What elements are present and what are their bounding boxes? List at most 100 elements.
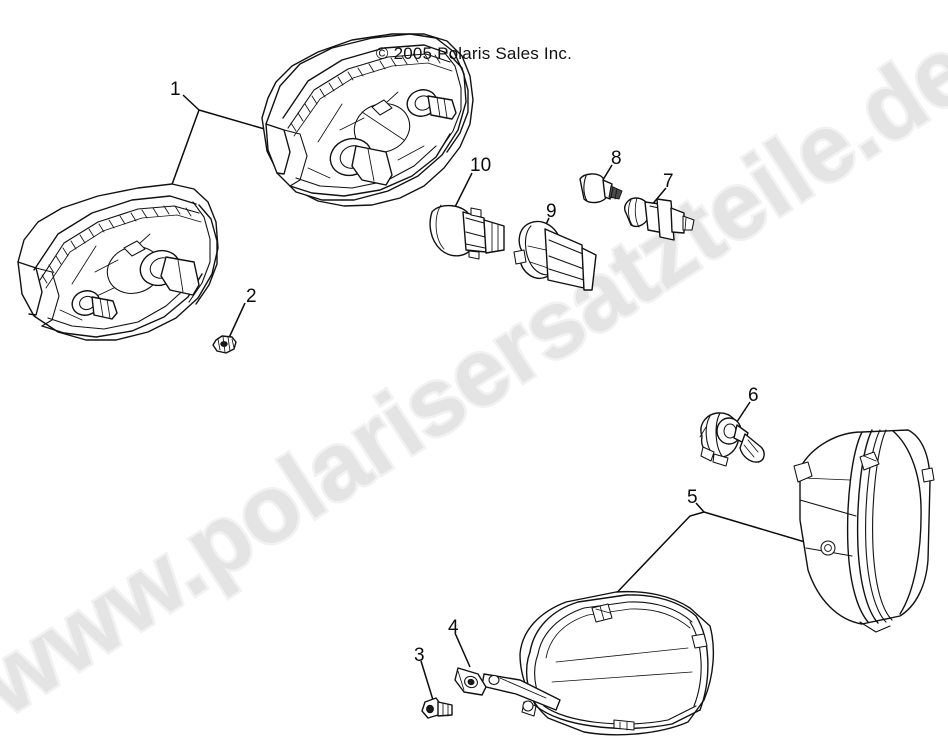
callout-10: 10 <box>470 155 492 176</box>
headlight-right-rim4 <box>872 429 893 621</box>
leader-5-left <box>605 511 705 605</box>
headlight-right-tab-right <box>921 467 935 483</box>
headlight-front-bracket-hole <box>488 674 500 686</box>
taillight-left-endcap-right <box>195 204 218 305</box>
socket-large-plug <box>581 247 597 291</box>
taillight-left-lens-ridge2 <box>39 205 200 281</box>
bulb-wedge-glass-line <box>583 175 588 202</box>
headlight-right-rim1 <box>846 431 869 623</box>
leader-4 <box>454 632 471 668</box>
headlight-right-housing <box>799 429 931 625</box>
leader-5-right <box>703 511 816 546</box>
bulb-wedge <box>579 173 623 204</box>
socket-large-rib3 <box>548 268 585 281</box>
headlight-screw-shank <box>437 701 453 717</box>
headlight-front-body <box>519 590 715 736</box>
taillight-left-lens-ridge <box>33 195 197 271</box>
socket-large-tab <box>513 249 527 265</box>
taillight-upper-reflector-line <box>361 111 405 141</box>
bulb-flanged-base <box>670 207 685 234</box>
headlight-bulb-glass <box>739 433 765 463</box>
headlight-right-screw-boss <box>820 540 836 556</box>
bulb-socket-glass <box>429 205 473 257</box>
headlight-front-bottom-rim <box>535 705 701 729</box>
bulb-socket-rib2 <box>465 231 486 238</box>
headlight-right-tab-left <box>793 461 813 483</box>
callout-6: 6 <box>748 385 759 406</box>
taillight-left-lens-ridge3 <box>45 214 202 289</box>
taillight-left-base2 <box>47 285 189 330</box>
bulb-socket-plug <box>483 219 505 254</box>
callout-2: 2 <box>246 286 257 307</box>
bulb-flanged-disc <box>656 198 675 241</box>
taillight-upper-connector-large-rib <box>367 148 375 182</box>
callout-1: 1 <box>170 79 181 100</box>
headlight-right-screw-hole <box>824 544 832 552</box>
bulb-socket-tab <box>470 207 482 218</box>
taillight-left-connector <box>160 256 200 296</box>
leader-1-stub <box>182 94 200 111</box>
headlight-screw-drive <box>426 704 434 714</box>
taillight-upper-endcap-right2 <box>439 51 462 151</box>
taillight-left-tab <box>123 240 146 257</box>
bulb-socket-connector <box>429 204 505 260</box>
taillight-left-hatch <box>41 205 192 284</box>
headlight-front <box>481 590 715 736</box>
taillight-upper <box>261 33 474 207</box>
taillight-upper-baseplate2 <box>295 145 437 189</box>
bulb-small-flanged <box>624 197 695 241</box>
taillight-upper-baseplate <box>289 133 451 197</box>
headlight-bulb-tab1 <box>700 446 715 462</box>
headlight-bulb <box>699 412 765 467</box>
leader-3 <box>420 660 434 701</box>
leader-5-stub <box>695 502 705 513</box>
taillight-left-base <box>41 273 203 338</box>
taillight-upper-detail3 <box>307 167 331 179</box>
taillight-upper-hatch <box>290 52 441 132</box>
taillight-nut-hole <box>220 341 228 347</box>
headlight-right-bottom <box>859 621 891 633</box>
socket-large <box>513 220 597 291</box>
headlight-right-panel1 <box>799 499 857 517</box>
taillight-left <box>17 183 219 341</box>
taillight-upper-lens-ridge2 <box>287 53 451 129</box>
taillight-left-bulb-small <box>91 296 118 320</box>
bulb-socket-glass-hl <box>435 204 445 250</box>
taillight-upper-lens-ridge3 <box>293 62 453 137</box>
leader-2 <box>227 302 246 341</box>
taillight-upper-lens-ridge <box>282 44 448 119</box>
headlight-front-right-edge <box>695 615 709 711</box>
headlight-front-bottom-rim2 <box>543 705 697 725</box>
taillight-nut <box>212 335 237 354</box>
taillight-upper-endcap-left <box>265 123 291 175</box>
headlight-bulb-flange-l2 <box>715 412 723 457</box>
leader-10 <box>454 172 473 208</box>
callout-7: 7 <box>663 171 674 192</box>
callout-9: 9 <box>546 201 557 222</box>
headlight-clip-hole <box>467 678 475 686</box>
socket-large-rib1 <box>548 239 584 255</box>
callout-8: 8 <box>611 148 622 169</box>
headlight-right-lens-edge <box>892 430 922 615</box>
headlight-front-boss-hole <box>522 700 534 712</box>
taillight-upper-endcap-left2 <box>283 129 308 187</box>
headlight-right <box>793 429 935 633</box>
headlight-front-facet1 <box>555 647 689 663</box>
socket-large-rib2 <box>548 255 585 270</box>
headlight-bulb-tab2 <box>712 453 729 467</box>
taillight-upper-connector-large <box>351 145 393 186</box>
taillight-left-endcap2 <box>35 267 60 327</box>
taillight-upper-bulb-small <box>427 95 457 120</box>
bulb-flanged-glass-lines <box>628 197 640 228</box>
headlight-right-rim2 <box>856 429 879 624</box>
callout-3: 3 <box>414 645 425 666</box>
bulb-socket-rib3 <box>465 243 486 249</box>
taillight-upper-endcap-right <box>446 54 469 153</box>
taillight-upper-detail1 <box>339 117 365 131</box>
taillight-upper-detail2 <box>397 145 425 161</box>
watermark-text: www.polarisersatzteile.de <box>0 16 948 736</box>
headlight-right-panel3 <box>802 477 851 481</box>
taillight-upper-wall1 <box>317 103 343 143</box>
